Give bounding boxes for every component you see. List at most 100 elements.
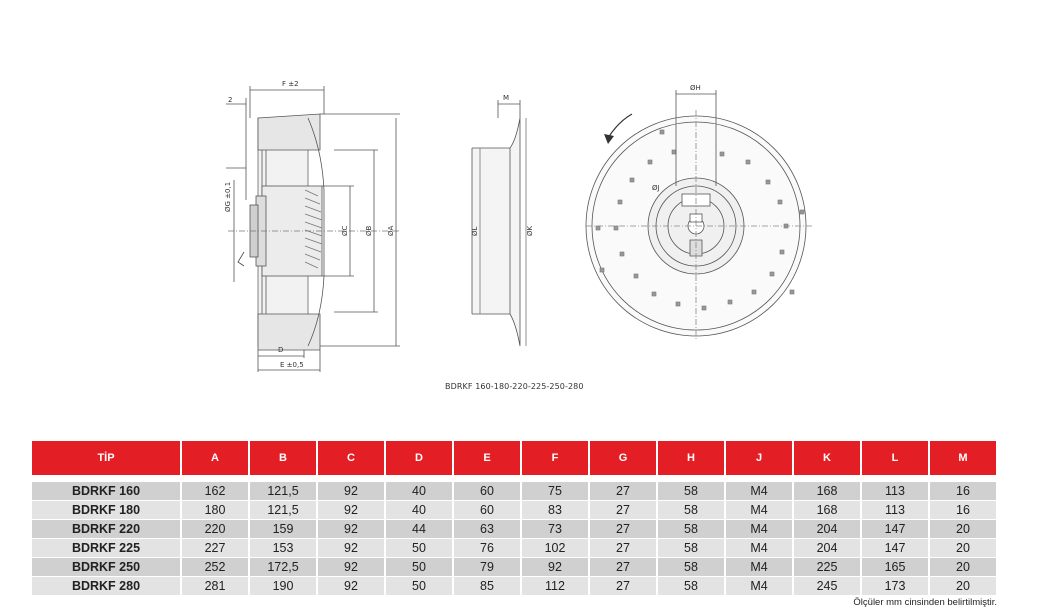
table-cell-value: M4 (726, 576, 792, 595)
table-cell-value: 281 (182, 576, 248, 595)
dim-label-f: F ±2 (282, 80, 299, 88)
header-cell-j: J (726, 441, 792, 475)
table-cell-value: 225 (794, 557, 860, 576)
table-cell-value: 121,5 (250, 500, 316, 519)
header-cell-c: C (318, 441, 384, 475)
dim-label-c: ØC (341, 225, 349, 236)
table-cell-value: 73 (522, 519, 588, 538)
table-cell-value: M4 (726, 519, 792, 538)
dim-label-g: ØG ±0,1 (224, 182, 232, 212)
table-cell-value: 172,5 (250, 557, 316, 576)
table-cell-value: 159 (250, 519, 316, 538)
table-cell-value: 27 (590, 557, 656, 576)
technical-drawing: F ±2 2 ØG ±0,1 ØC ØB ØA D E ±0,5 M ØL ØK… (224, 80, 812, 372)
dim-label-l: ØL (471, 226, 479, 236)
table-cell-value: 113 (862, 500, 928, 519)
table-cell-value: 252 (182, 557, 248, 576)
table-cell-value: 27 (590, 576, 656, 595)
table-cell-value: 50 (386, 576, 452, 595)
table-cell-value: 180 (182, 500, 248, 519)
front-view (585, 90, 812, 340)
table-cell-value: 92 (318, 500, 384, 519)
table-cell-value: 173 (862, 576, 928, 595)
table-cell-value: 204 (794, 538, 860, 557)
table-cell-value: 220 (182, 519, 248, 538)
table-cell-value: 168 (794, 500, 860, 519)
table-cell-model: BDRKF 280 (32, 576, 180, 595)
header-cell-tip: TİP (32, 441, 180, 475)
drawing-caption: BDRKF 160-180-220-225-250-280 (445, 382, 584, 391)
spec-table-header-row: TİP A B C D E F G H J K L M (32, 441, 996, 475)
table-spacer-row (32, 475, 996, 481)
table-cell-value: 60 (454, 481, 520, 500)
table-cell-value: 20 (930, 519, 996, 538)
table-cell-model: BDRKF 225 (32, 538, 180, 557)
table-cell-value: 20 (930, 576, 996, 595)
table-cell-value: 50 (386, 557, 452, 576)
dim-label-a: ØA (387, 225, 395, 236)
header-cell-e: E (454, 441, 520, 475)
header-cell-l: L (862, 441, 928, 475)
table-cell-value: 20 (930, 538, 996, 557)
units-footnote: Ölçüler mm cinsinden belirtilmiştir. (853, 597, 997, 608)
table-cell-value: 147 (862, 519, 928, 538)
inlet-ring-view (471, 100, 527, 347)
table-cell-value: 92 (318, 481, 384, 500)
table-spacer-cell (32, 475, 996, 481)
table-cell-value: 27 (590, 519, 656, 538)
side-view (226, 86, 400, 372)
table-cell-value: 58 (658, 557, 724, 576)
header-cell-k: K (794, 441, 860, 475)
table-cell-value: 40 (386, 481, 452, 500)
table-cell-value: 58 (658, 519, 724, 538)
table-cell-value: 27 (590, 500, 656, 519)
table-cell-model: BDRKF 250 (32, 557, 180, 576)
table-cell-value: 27 (590, 481, 656, 500)
header-cell-d: D (386, 441, 452, 475)
header-cell-a: A (182, 441, 248, 475)
table-cell-value: 85 (454, 576, 520, 595)
table-cell-value: 58 (658, 481, 724, 500)
table-cell-value: 20 (930, 557, 996, 576)
table-cell-value: 102 (522, 538, 588, 557)
dim-label-d: D (278, 346, 283, 354)
table-cell-model: BDRKF 160 (32, 481, 180, 500)
table-cell-value: 27 (590, 538, 656, 557)
table-cell-value: M4 (726, 481, 792, 500)
dim-label-m: M (503, 94, 509, 102)
table-cell-value: 112 (522, 576, 588, 595)
table-cell-value: 76 (454, 538, 520, 557)
table-cell-value: 83 (522, 500, 588, 519)
table-cell-value: 44 (386, 519, 452, 538)
table-cell-value: 147 (862, 538, 928, 557)
table-cell-value: 92 (318, 519, 384, 538)
table-cell-value: 168 (794, 481, 860, 500)
dim-label-2: 2 (228, 96, 232, 104)
table-cell-value: 75 (522, 481, 588, 500)
dim-label-b: ØB (365, 225, 373, 236)
header-cell-m: M (930, 441, 996, 475)
dim-label-j: ØJ (652, 184, 660, 192)
table-cell-model: BDRKF 180 (32, 500, 180, 519)
header-cell-h: H (658, 441, 724, 475)
table-cell-value: 58 (658, 500, 724, 519)
table-cell-model: BDRKF 220 (32, 519, 180, 538)
table-cell-value: 63 (454, 519, 520, 538)
table-cell-value: 227 (182, 538, 248, 557)
table-cell-value: 153 (250, 538, 316, 557)
dim-label-e: E ±0,5 (280, 361, 304, 369)
table-cell-value: 92 (318, 576, 384, 595)
table-cell-value: 79 (454, 557, 520, 576)
table-cell-value: 204 (794, 519, 860, 538)
table-cell-value: 40 (386, 500, 452, 519)
header-cell-g: G (590, 441, 656, 475)
table-cell-value: 50 (386, 538, 452, 557)
table-cell-value: 121,5 (250, 481, 316, 500)
table-cell-value: 92 (522, 557, 588, 576)
dim-label-h: ØH (690, 84, 701, 92)
